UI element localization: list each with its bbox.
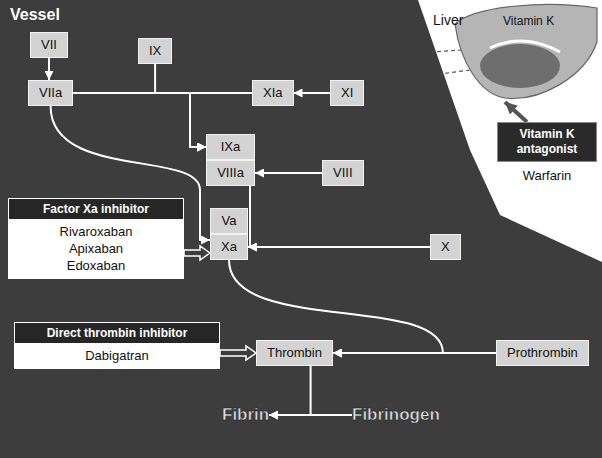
drug-name: Warfarin bbox=[497, 168, 597, 183]
connector bbox=[248, 246, 430, 248]
factor-box: IXa bbox=[206, 134, 255, 160]
connector bbox=[333, 352, 496, 354]
factor-label: Va bbox=[222, 213, 237, 228]
drug-name: Dabigatran bbox=[19, 347, 215, 364]
drug-list: RivaroxabanApixabanEdoxaban bbox=[9, 219, 183, 278]
inhibitor-header: Direct thrombin inhibitor bbox=[15, 323, 219, 343]
antagonist-title: Vitamin K antagonist bbox=[517, 127, 578, 156]
factor-label: VIIIa bbox=[217, 165, 244, 180]
factor-label: Xa bbox=[221, 239, 237, 254]
factor-box: VIIa bbox=[28, 80, 73, 106]
factor-box: Va bbox=[210, 208, 248, 234]
connector bbox=[48, 58, 50, 80]
inhibitor-title: Factor Xa inhibitor bbox=[43, 202, 149, 216]
factor-box: XIa bbox=[252, 80, 294, 106]
connector bbox=[294, 92, 331, 94]
dashed-link bbox=[440, 70, 470, 74]
connector bbox=[269, 366, 310, 415]
factor-box: VII bbox=[30, 32, 68, 58]
factor-label: IXa bbox=[221, 139, 241, 154]
drug-box: Vitamin K antagonistWarfarin bbox=[497, 122, 597, 183]
factor-label: VIIa bbox=[39, 85, 62, 100]
factor-box: IX bbox=[138, 38, 172, 64]
factor-label: Prothrombin bbox=[507, 345, 578, 360]
inhibition-arrow bbox=[220, 346, 256, 360]
liver-swirl bbox=[490, 41, 560, 52]
organ-label: Liver bbox=[433, 12, 463, 28]
liver-organ: Liver Vitamin K bbox=[415, 2, 600, 102]
drug-name: Rivaroxaban bbox=[13, 223, 179, 240]
antagonist-box: Vitamin K antagonist bbox=[497, 122, 597, 162]
vitamin-label: Vitamin K bbox=[503, 14, 554, 28]
connector bbox=[505, 102, 527, 122]
liver-shade bbox=[480, 44, 560, 88]
inhibitor-box: Direct thrombin inhibitorDabigatran bbox=[14, 322, 220, 369]
product-text: Fibrinogen bbox=[352, 405, 440, 425]
liver-shape bbox=[455, 5, 597, 99]
inhibitor-header: Factor Xa inhibitor bbox=[9, 199, 183, 219]
factor-label: Fibrin bbox=[222, 405, 269, 424]
factor-label: XIa bbox=[263, 85, 283, 100]
factor-box: XI bbox=[330, 80, 364, 106]
factor-label: Thrombin bbox=[267, 345, 322, 360]
region-label: Vessel bbox=[10, 6, 60, 24]
inhibitor-title: Direct thrombin inhibitor bbox=[47, 326, 188, 340]
factor-label: XI bbox=[341, 85, 353, 100]
inhibition-arrow bbox=[184, 246, 210, 260]
factor-box: VIIIa bbox=[206, 160, 255, 186]
factor-label: X bbox=[441, 239, 450, 254]
factor-box: Prothrombin bbox=[496, 340, 589, 366]
factor-box: X bbox=[430, 234, 461, 260]
dashed-link bbox=[432, 50, 462, 52]
product-text: Fibrin bbox=[222, 405, 269, 425]
factor-label: VIII bbox=[333, 165, 353, 180]
factor-label: Fibrinogen bbox=[352, 405, 440, 424]
connector bbox=[73, 93, 206, 147]
inhibitor-box: Factor Xa inhibitorRivaroxabanApixabanEd… bbox=[8, 198, 184, 279]
connector bbox=[255, 172, 322, 174]
drug-name: Edoxaban bbox=[13, 257, 179, 274]
factor-label: VII bbox=[41, 37, 57, 52]
factor-box: VIII bbox=[322, 160, 364, 186]
drug-list: Dabigatran bbox=[15, 343, 219, 368]
drug-name: Apixaban bbox=[13, 240, 179, 257]
factor-box: Thrombin bbox=[256, 340, 333, 366]
connector bbox=[248, 186, 250, 247]
factor-label: IX bbox=[149, 43, 161, 58]
connector bbox=[269, 414, 352, 416]
factor-box: Xa bbox=[210, 234, 248, 260]
connector bbox=[155, 64, 206, 147]
